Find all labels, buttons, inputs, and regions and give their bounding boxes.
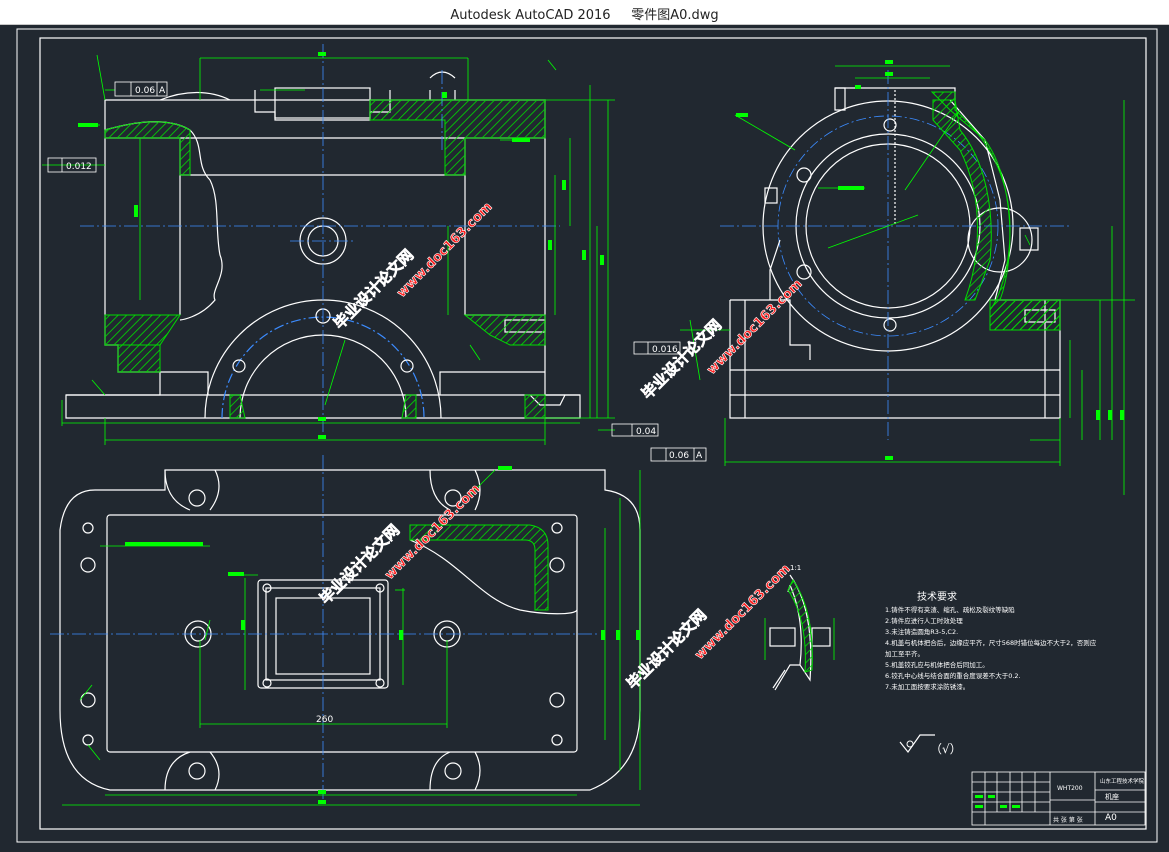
inner-border (39, 37, 1147, 830)
fcf-side-perpendicularity: 0.016 (633, 341, 681, 355)
notes-line-3: 3.未注铸造圆角R3-5,C2. (885, 627, 958, 636)
detail-hatching (787, 579, 813, 673)
notes-line-4: 4.机盖与机体把合后，边缘应平齐，尺寸568时错位每边不大于2，否则应 (885, 638, 1097, 647)
notes-line-7: 6.铰孔中心线与结合面的重合度误差不大于0.2. (885, 671, 1021, 680)
title-bar: Autodesk AutoCAD 2016 零件图A0.dwg (0, 0, 1169, 25)
tb-model: WHT200 (1057, 785, 1083, 792)
detail-dimensions (764, 618, 835, 660)
tb-footer: 共 张 第 张 (1053, 816, 1083, 824)
front-view-dim-labels (78, 52, 604, 439)
top-view-dimensions (62, 469, 641, 806)
fcf-bottom-right-value: 0.04 (636, 427, 656, 437)
side-view-dimensions (680, 65, 1135, 495)
watermarks: 毕业设计论文网 www.doc163.com 毕业设计论文网 www.doc16… (316, 199, 806, 693)
watermark-url-1: www.doc163.com (394, 199, 495, 300)
side-view-dim-labels (736, 60, 1124, 460)
title-block[interactable] (971, 771, 1146, 826)
roughness-note: （√） (930, 742, 962, 756)
top-view[interactable] (59, 469, 641, 791)
watermark-url-4: www.doc163.com (692, 561, 793, 662)
title-block-text: 山东工程技术学院 WHT200 机座 A0 共 张 第 张 (975, 777, 1145, 824)
notes-line-2: 2.铸件应进行人工时效处理 (885, 616, 963, 625)
top-view-dim-labels (125, 466, 640, 804)
top-view-hatching (409, 524, 549, 611)
notes-line-8: 7.未加工面按要求涂防锈漆。 (885, 682, 969, 691)
tb-size: A0 (1105, 813, 1117, 823)
tb-part-name: 机座 (1105, 792, 1119, 801)
fcf-side-flat-datum: A (696, 451, 703, 461)
drawing-canvas[interactable]: 0.06 A 0.012 0.04 (0, 24, 1169, 848)
notes-line-1: 1.铸件不得有夹渣、缩孔、疏松及裂纹等缺陷 (885, 605, 1015, 614)
tb-header: 山东工程技术学院 (1100, 777, 1145, 785)
fcf-side-flat-value: 0.06 (669, 451, 689, 461)
side-view[interactable] (729, 87, 1061, 419)
notes-line-5: 加工至平齐。 (885, 649, 924, 658)
side-view-centerlines (720, 70, 1070, 440)
front-view-hatching (104, 99, 546, 419)
fcf-side-perp-value: 0.016 (652, 345, 678, 355)
fcf-top-left: 0.06 A (114, 81, 168, 97)
front-view-dimensions (42, 54, 615, 445)
fcf-left: 0.012 (47, 157, 97, 173)
fcf-bottom-right: 0.04 (611, 423, 659, 437)
fcf-top-left-datum: A (159, 86, 166, 96)
front-view-centerlines (80, 44, 560, 440)
fcf-top-left-value: 0.06 (135, 86, 155, 96)
detail-scale-label: 1:1 (790, 564, 801, 572)
window-title: Autodesk AutoCAD 2016 零件图A0.dwg (450, 8, 719, 23)
fcf-side-flatness: 0.06 A (650, 447, 707, 462)
notes-title: 技术要求 (917, 590, 957, 603)
roughness-symbol: （√） (899, 734, 962, 756)
top-view-centerlines (50, 455, 600, 805)
notes-line-6: 5.机盖铰孔应与机体把合后同加工。 (885, 660, 989, 669)
fcf-left-value: 0.012 (66, 162, 92, 172)
outer-border (16, 28, 1158, 843)
dim-260: 260 (316, 715, 333, 725)
side-view-hatching (930, 91, 1061, 331)
technical-notes: 技术要求 1.铸件不得有夹渣、缩孔、疏松及裂纹等缺陷 2.铸件应进行人工时效处理… (885, 590, 1097, 691)
